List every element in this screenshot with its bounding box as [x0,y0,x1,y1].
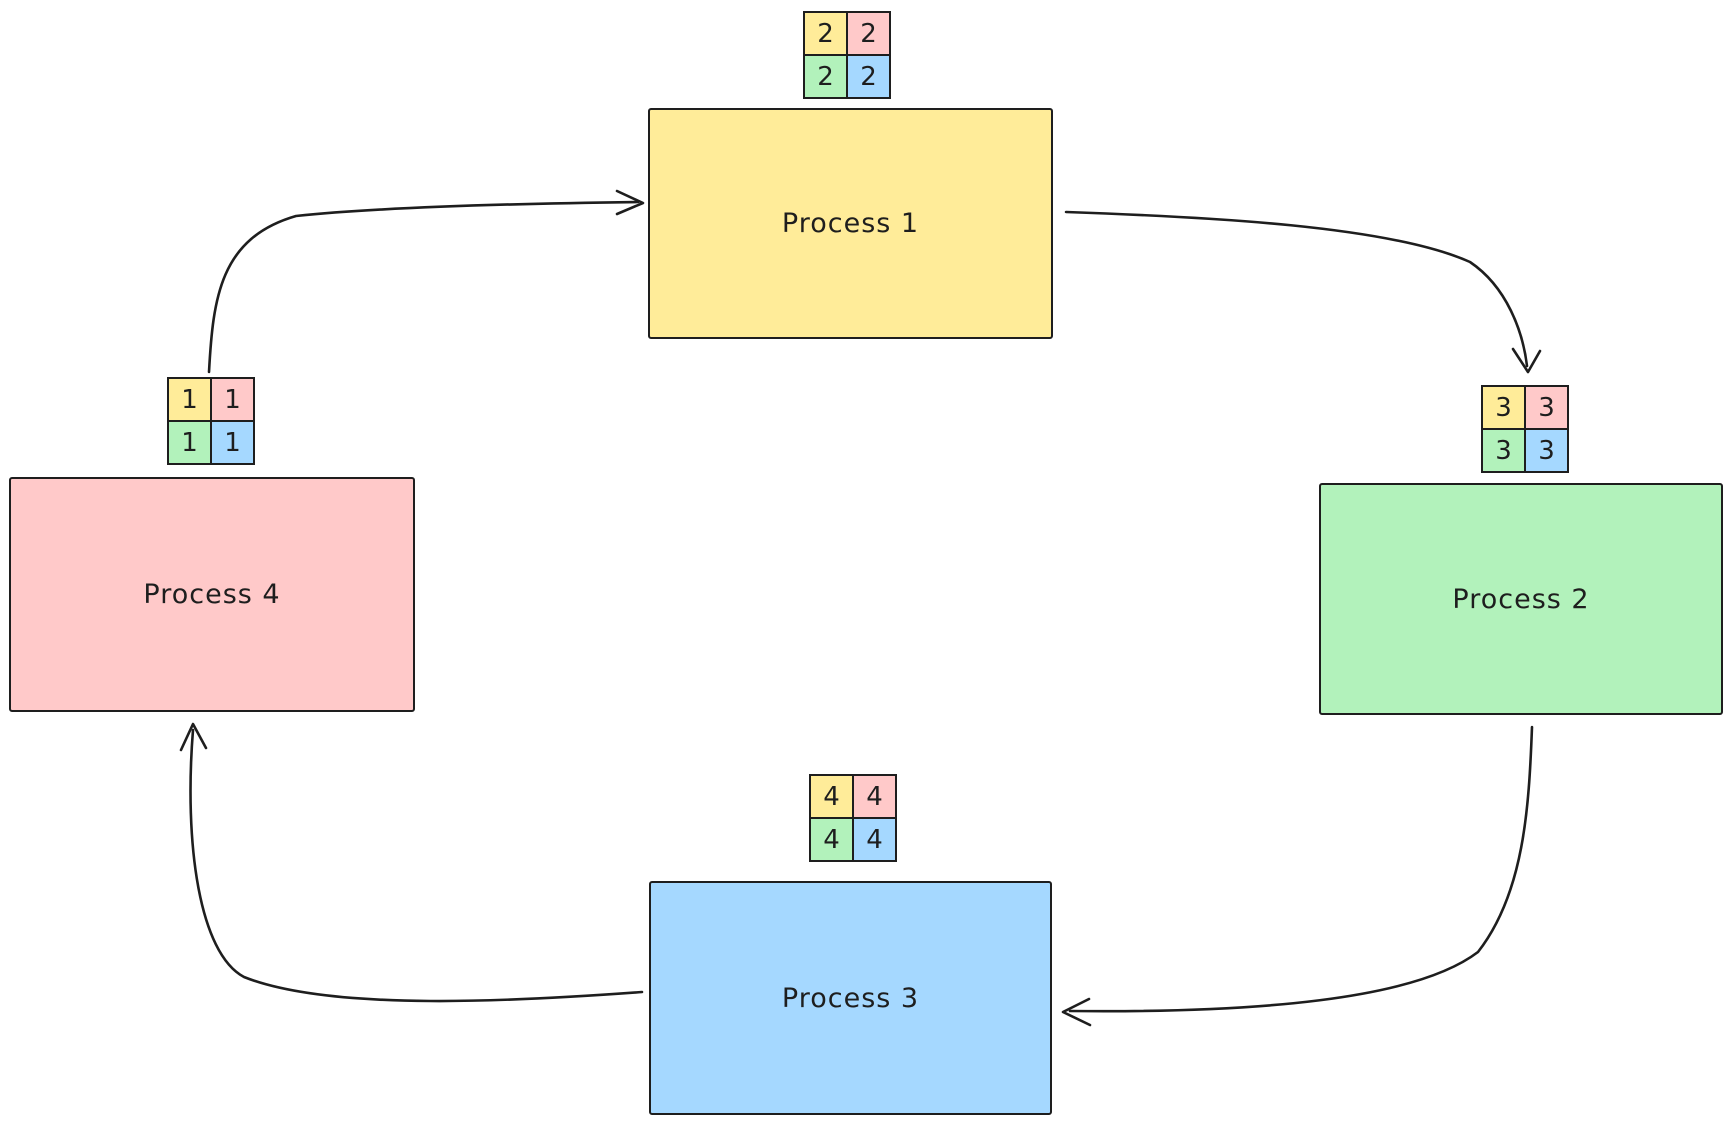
token-grid-process-2: 3 3 3 3 [1481,385,1569,473]
token-cell: 1 [212,379,253,420]
process-1-label: Process 1 [781,208,920,239]
token-cell: 2 [848,13,889,54]
process-3-label: Process 3 [781,982,920,1014]
token-grid-process-4: 1 1 1 1 [167,377,255,465]
token-cell: 4 [854,819,895,860]
token-cell: 3 [1483,387,1524,428]
arrow-process1-to-process2 [1064,210,1542,374]
token-grid-process-3: 4 4 4 4 [809,774,897,862]
token-cell: 4 [811,819,852,860]
token-cell: 4 [854,776,895,817]
token-cell: 2 [848,56,889,97]
token-cell: 1 [169,379,210,420]
token-cell: 3 [1526,387,1567,428]
process-3-box: Process 3 [649,881,1052,1115]
arrow-process4-to-process1 [207,189,645,374]
process-4-label: Process 4 [143,579,281,610]
arrow-process2-to-process3 [1061,725,1534,1027]
process-2-label: Process 2 [1452,583,1590,615]
token-cell: 1 [169,422,210,463]
process-4-box: Process 4 [9,477,415,712]
token-grid-process-1: 2 2 2 2 [803,11,891,99]
process-2-box: Process 2 [1319,483,1723,715]
token-cell: 3 [1526,430,1567,471]
token-cell: 3 [1483,430,1524,471]
token-cell: 2 [805,13,846,54]
arrow-process3-to-process4 [179,722,644,1003]
token-cell: 4 [811,776,852,817]
process-1-box: Process 1 [648,108,1053,339]
token-cell: 2 [805,56,846,97]
token-cell: 1 [212,422,253,463]
